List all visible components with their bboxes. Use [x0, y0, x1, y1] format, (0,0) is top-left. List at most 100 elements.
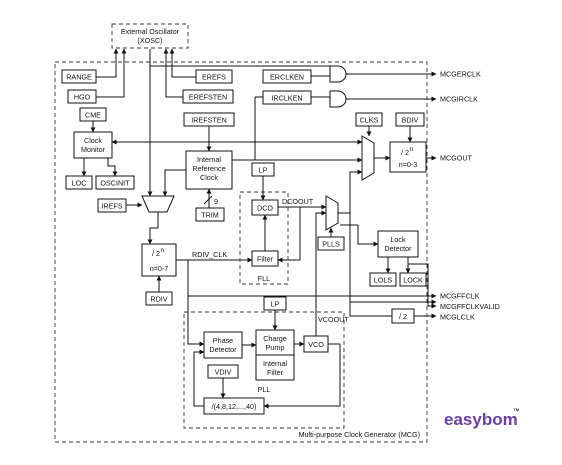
phase-detector-label-2: Detector	[209, 345, 237, 354]
rdiv-div-range: n=0-7	[150, 264, 169, 273]
vco-label: VCO	[308, 340, 324, 349]
erefs-wire	[169, 48, 196, 78]
div2-in-wire	[349, 302, 392, 317]
plls-label: PLLS	[322, 240, 340, 249]
mcg-caption: Multi-purpose Clock Generator (MCG)	[299, 430, 420, 439]
erefsten-label: EREFSTEN	[189, 93, 227, 102]
feedback-phase-detector-wire	[193, 349, 205, 407]
lock-register	[399, 272, 427, 287]
mcgffclkvalid-output: MCGFFCLKVALID	[440, 302, 500, 311]
ref-phase-detector-wire	[187, 296, 205, 347]
vco-feedback-wire	[263, 344, 341, 409]
irefsten-label: IREFSTEN	[191, 116, 227, 125]
irc-irefs-mux-wire	[162, 169, 186, 197]
xosc-label-1: External Oscillator	[121, 27, 180, 36]
lock-detector-block	[377, 230, 419, 258]
loc-label: LOC	[72, 179, 87, 188]
mcglclk-output: MCGLCLK	[440, 313, 475, 322]
vcoout-wire	[315, 210, 327, 336]
clock-monitor-block	[73, 131, 113, 159]
dco-feedback-wire	[277, 207, 301, 263]
fll-label: FLL	[258, 274, 270, 283]
lock-detector-label-2: Detector	[384, 244, 412, 253]
erefs-label: EREFS	[202, 73, 226, 82]
xosc-out-wire	[149, 49, 330, 67]
irc-label-1: Internal	[197, 155, 221, 164]
lols-label: LOLS	[374, 276, 393, 285]
irclken-label: IRCLKEN	[271, 94, 302, 103]
bdiv-div-range: n=0-3	[399, 160, 418, 169]
lock-detector-in-wire	[357, 225, 379, 247]
monitor-oscinit-wire	[107, 158, 118, 177]
clks-mux	[361, 135, 375, 181]
irefs-mux	[141, 195, 175, 213]
mcgout-output: MCGOUT	[440, 154, 473, 163]
rdiv-label: RDIV	[150, 295, 167, 304]
lock-detector-label-1: Lock	[390, 235, 406, 244]
xosc-box	[111, 23, 189, 49]
phase-detector-label-1: Phase	[213, 336, 233, 345]
internal-filter-label-2: Filter	[267, 368, 284, 377]
dco-label: DCO	[257, 204, 273, 213]
range-wire	[96, 48, 119, 78]
hgo-label: HGO	[74, 93, 91, 102]
trim-register	[195, 207, 225, 222]
plls-mux	[325, 195, 339, 231]
fll-filter-label: Filter	[257, 255, 274, 264]
mcg-boundary	[54, 61, 428, 443]
bdiv-label: BDIV	[402, 116, 419, 125]
mux-rdiv-wire	[147, 212, 159, 245]
fll-boundary	[239, 191, 289, 285]
plls-clks-mux-wire	[338, 169, 363, 214]
bdiv-div-main: / 2	[401, 148, 409, 157]
dcoout-label: DCOOUT	[282, 197, 314, 206]
pll-divider-label: /(4,8,12,...,40)	[212, 402, 257, 411]
div2-label: / 2	[399, 312, 407, 321]
trim-bits-label: 9	[214, 197, 218, 206]
internal-reference-clock-block	[185, 150, 233, 190]
trim-bus-slash	[203, 195, 213, 205]
erclk-and-gate	[329, 65, 347, 83]
irc-label-2: Reference	[192, 164, 225, 173]
pll-boundary	[183, 311, 345, 429]
clock-monitor-label-1: Clock	[84, 136, 102, 145]
irclk-and-gate	[329, 90, 347, 108]
xosc-label-2: (XOSC)	[137, 36, 162, 45]
mcgffclk-wire	[187, 260, 437, 299]
rdiv-div-sup: n	[161, 247, 165, 254]
lols-register	[369, 272, 397, 287]
clks-label: CLKS	[360, 116, 379, 125]
bdiv-divider-block	[389, 141, 427, 173]
phase-detector-block	[203, 331, 243, 359]
cme-label: CME	[85, 111, 101, 120]
lp-fll-label: LP	[259, 166, 268, 175]
vcoout-label: VCOOUT	[318, 315, 349, 324]
rdiv-clk-label: RDIV_CLK	[192, 250, 227, 259]
loc-register	[65, 175, 93, 190]
mcgffclk-output: MCGFFCLK	[440, 292, 480, 301]
mcgirclk-output: MCGIRCLK	[440, 95, 478, 104]
hgo-wire	[96, 48, 127, 98]
irc-label-3: Clock	[200, 173, 218, 182]
mcgffclkvalid-wire	[408, 263, 437, 309]
easybom-logo-text: easybom	[444, 410, 518, 429]
clock-monitor-label-2: Monitor	[81, 145, 106, 154]
lock-label: LOCK	[403, 276, 423, 285]
easybom-logo: easybom ™	[444, 408, 520, 429]
charge-pump-label-1: Charge	[263, 334, 287, 343]
charge-pump-label-2: Pump	[266, 343, 285, 352]
oscinit-label: OSCINIT	[100, 179, 130, 188]
trim-label: TRIM	[201, 211, 219, 220]
rdiv-div-main: / 2	[152, 249, 160, 258]
lp-pll-label: LP	[271, 300, 280, 309]
internal-filter-label-1: Internal	[263, 359, 287, 368]
erclken-label: ERCLKEN	[270, 73, 304, 82]
xosc-monitor-wire	[111, 66, 151, 145]
mcgerclk-output: MCGERCLK	[440, 70, 481, 79]
easybom-tm: ™	[513, 408, 520, 415]
pll-label: PLL	[258, 385, 271, 394]
bdiv-div-sup: n	[410, 146, 414, 153]
range-label: RANGE	[66, 73, 92, 82]
vdiv-label: VDIV	[215, 368, 232, 377]
